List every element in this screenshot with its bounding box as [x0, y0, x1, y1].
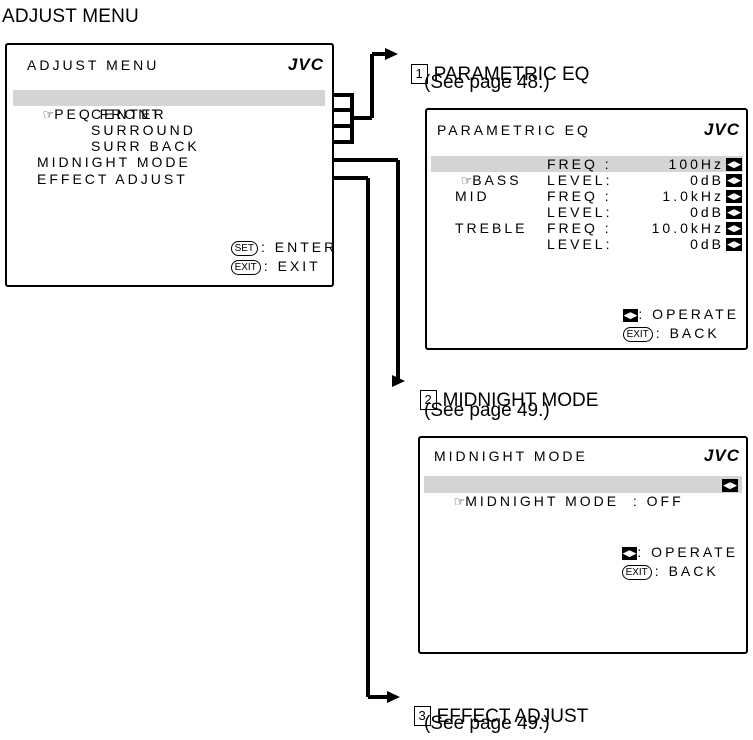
left-right-arrows-icon[interactable]: ◀▶ [726, 158, 742, 171]
menu-item-surround[interactable]: SURROUND [91, 122, 196, 138]
left-right-arrows-icon[interactable]: ◀▶ [726, 222, 742, 235]
jvc-logo: JVC [703, 446, 740, 465]
left-right-arrows-icon[interactable]: ◀▶ [722, 479, 738, 492]
peq-param: LEVEL: [547, 204, 613, 220]
peq-param: FREQ : [547, 220, 612, 236]
pointing-hand-icon: ☞ [453, 494, 466, 509]
adjust-menu-title: ADJUST MENU [27, 57, 160, 73]
back-hint: EXIT: BACK [595, 309, 720, 342]
left-right-arrows-icon[interactable]: ◀▶ [726, 206, 742, 219]
pointing-hand-icon: ☞ [42, 107, 55, 122]
exit-key-icon: EXIT [621, 565, 652, 580]
peq-value: 100Hz [668, 156, 724, 172]
left-right-arrows-icon: ◀▶ [622, 309, 639, 322]
menu-item-midnight-mode[interactable]: MIDNIGHT MODE [37, 154, 191, 170]
menu-item-surr-back[interactable]: SURR BACK [91, 138, 200, 154]
left-right-arrows-icon[interactable]: ◀▶ [726, 238, 742, 251]
caption-page-ref: (See page 49.) [424, 713, 550, 734]
left-right-arrows-icon[interactable]: ◀▶ [726, 174, 742, 187]
selection-highlight [13, 90, 325, 106]
caption-page-ref: (See page 48.) [424, 72, 550, 93]
jvc-logo: JVC [287, 55, 324, 74]
peq-param: FREQ : [547, 188, 612, 204]
adjust-menu-screen: ADJUST MENU JVC ☞PEQ FRONT CENTER SURROU… [5, 43, 334, 287]
peq-band-treble: TREBLE [455, 220, 528, 236]
jvc-logo: JVC [703, 120, 740, 139]
page-heading: ADJUST MENU [2, 6, 139, 27]
set-key-icon: SET [230, 241, 259, 256]
midnight-mode-screen: MIDNIGHT MODE JVC ☞MIDNIGHT MODE : OFF ◀… [418, 436, 748, 654]
exit-key-icon: EXIT [230, 260, 261, 275]
menu-item-effect-adjust[interactable]: EFFECT ADJUST [37, 171, 188, 187]
selection-highlight [431, 156, 743, 172]
midnight-mode-row[interactable]: ☞MIDNIGHT MODE : OFF [453, 493, 684, 509]
back-hint: EXIT: BACK [594, 547, 719, 580]
caption-page-ref: (See page 49.) [424, 400, 550, 421]
peq-value: 0dB [690, 236, 724, 252]
pointing-hand-icon: ☞ [460, 173, 473, 188]
peq-row-bass-freq[interactable]: ☞BASS [460, 172, 522, 188]
midnight-title: MIDNIGHT MODE [434, 448, 588, 464]
peq-param: LEVEL: [547, 172, 613, 188]
menu-item-center[interactable]: CENTER [91, 106, 167, 122]
peq-param: LEVEL: [547, 236, 613, 252]
operate-hint: ◀▶: OPERATE [622, 306, 740, 322]
step-number: 2 [419, 390, 437, 410]
left-right-arrows-icon[interactable]: ◀▶ [726, 190, 742, 203]
peq-value: 0dB [690, 172, 724, 188]
operate-hint: ◀▶: OPERATE [621, 544, 739, 560]
exit-key-icon: EXIT [622, 327, 653, 342]
parametric-eq-screen: PARAMETRIC EQ JVC ☞BASS FREQ : 100Hz ◀▶ … [425, 108, 748, 350]
step-number: 3 [413, 706, 431, 726]
menu-item-peq-front[interactable]: ☞PEQ FRONT [42, 106, 163, 122]
selection-highlight [424, 476, 742, 493]
set-enter-hint: SET: ENTER [203, 223, 337, 256]
peq-title: PARAMETRIC EQ [437, 122, 591, 138]
peq-param: FREQ : [547, 156, 612, 172]
peq-value: 0dB [690, 204, 724, 220]
step-number: 1 [410, 64, 428, 84]
peq-value: 10.0kHz [651, 220, 724, 236]
left-right-arrows-icon: ◀▶ [621, 547, 638, 560]
peq-band-mid: MID [455, 188, 490, 204]
peq-value: 1.0kHz [662, 188, 724, 204]
exit-hint: EXIT: EXIT [203, 242, 321, 275]
